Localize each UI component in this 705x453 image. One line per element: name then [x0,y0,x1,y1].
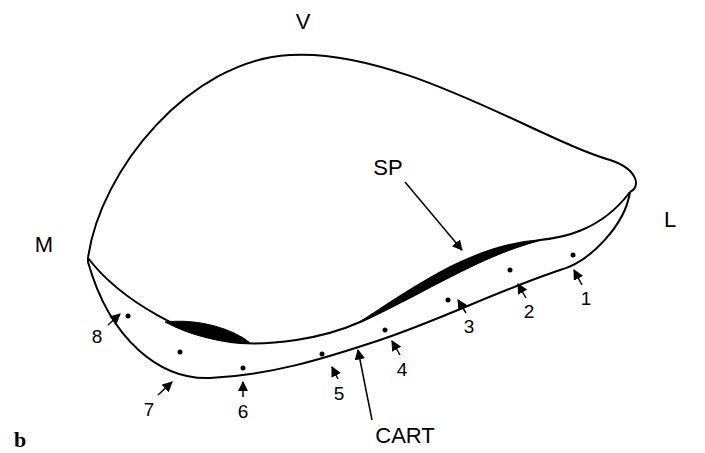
leader-arrows [108,182,582,420]
band-upper-edge [88,192,630,343]
part-label: SP [373,157,402,179]
callout-number: 7 [144,400,155,419]
callout-number: 2 [524,302,535,321]
sp-sliver [165,321,250,343]
callout-number: 3 [464,317,475,336]
callout-number: 5 [334,384,345,403]
callout-number: 4 [397,360,408,379]
callout-number: 6 [238,402,249,421]
side-label: M [35,234,53,256]
side-label: L [664,209,676,231]
sample-dots [126,253,576,371]
callout-number: 8 [92,327,103,346]
sp-region [360,240,540,322]
band-lower-edge [88,192,630,378]
part-label: CART [375,425,435,447]
panel-letter: b [14,429,26,451]
outer-outline [88,55,636,258]
callout-number: 1 [581,289,592,308]
view-label: V [296,11,311,33]
